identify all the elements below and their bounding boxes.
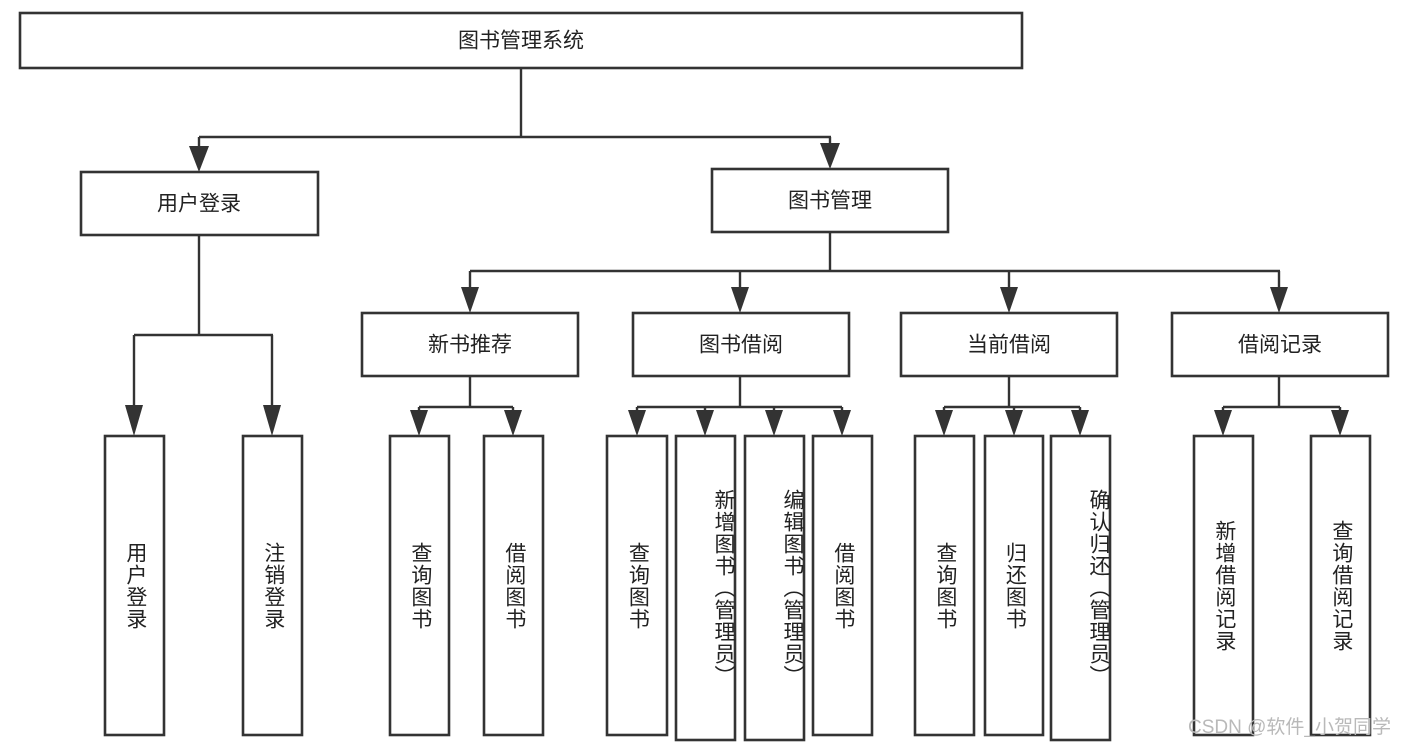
node-new-book-recommend-box[interactable] (360, 311, 580, 378)
arrow-root-to-book (820, 143, 840, 169)
connector-group-root (189, 68, 840, 172)
connector-group-book-manage (461, 232, 1288, 313)
node-root[interactable]: 图书管理系统 (18, 11, 1024, 70)
node-book-borrow-label: 图书借阅 (699, 334, 783, 357)
connector-group-recommend (410, 376, 522, 436)
arrow-recommend-leaf-1 (410, 410, 428, 436)
node-book-borrow-box[interactable] (631, 311, 851, 378)
node-leaf-borrow-query-box[interactable] (605, 434, 669, 737)
node-leaf-logout-box[interactable] (241, 434, 304, 737)
node-leaf-current-confirm-box[interactable] (1049, 434, 1112, 742)
node-leaf-record-add-box[interactable] (1192, 434, 1255, 737)
node-root-box[interactable] (18, 11, 1024, 70)
node-leaf-current-query-box[interactable] (913, 434, 976, 737)
node-current-borrow-label: 当前借阅 (967, 334, 1051, 357)
arrow-recommend-leaf-2 (504, 410, 522, 436)
connector-group-current (935, 376, 1089, 436)
node-book-manage[interactable]: 图书管理 (710, 167, 950, 234)
node-leaf-recommend-borrow-box[interactable] (482, 434, 545, 737)
node-borrow-record-label: 借阅记录 (1238, 334, 1322, 357)
arrow-book-to-borrow (731, 287, 749, 313)
node-leaf-borrow-lend-box[interactable] (811, 434, 874, 737)
node-borrow-record[interactable]: 借阅记录 (1170, 311, 1390, 378)
node-user-login-label: 用户登录 (157, 193, 241, 216)
node-new-book-recommend[interactable]: 新书推荐 (360, 311, 580, 378)
arrow-user-leaf-1 (125, 405, 143, 436)
arrow-borrow-leaf-1 (628, 410, 646, 436)
node-current-borrow[interactable]: 当前借阅 (899, 311, 1119, 378)
watermark-text: CSDN @软件_小贺同学 (1188, 717, 1391, 738)
arrow-borrow-leaf-4 (833, 410, 851, 436)
node-root-label: 图书管理系统 (458, 30, 584, 53)
arrow-book-to-recommend (461, 287, 479, 313)
connector-group-record (1214, 376, 1349, 436)
node-borrow-record-box[interactable] (1170, 311, 1390, 378)
arrow-borrow-leaf-3 (765, 410, 783, 436)
arrow-current-leaf-1 (935, 410, 953, 436)
connector-group-user-login (125, 235, 281, 436)
node-leaf-recommend-query-box[interactable] (388, 434, 451, 737)
node-leaf-record-query-box[interactable] (1309, 434, 1372, 737)
node-book-manage-label: 图书管理 (788, 190, 872, 213)
connector-group-borrow (628, 376, 851, 436)
node-current-borrow-box[interactable] (899, 311, 1119, 378)
node-new-book-recommend-label: 新书推荐 (428, 334, 512, 357)
arrow-borrow-leaf-2 (696, 410, 714, 436)
arrow-current-leaf-2 (1005, 410, 1023, 436)
node-user-login[interactable]: 用户登录 (79, 170, 320, 237)
node-leaf-borrow-add-box[interactable] (674, 434, 737, 742)
arrow-root-to-user (189, 146, 209, 172)
arrow-record-leaf-2 (1331, 410, 1349, 436)
arrow-book-to-current (1000, 287, 1018, 313)
arrow-user-leaf-2 (263, 405, 281, 436)
node-leaf-current-return-box[interactable] (983, 434, 1045, 737)
node-book-manage-box[interactable] (710, 167, 950, 234)
node-book-borrow[interactable]: 图书借阅 (631, 311, 851, 378)
node-leaf-borrow-edit-box[interactable] (743, 434, 806, 742)
node-user-login-box[interactable] (79, 170, 320, 237)
arrow-book-to-record (1270, 287, 1288, 313)
arrow-record-leaf-1 (1214, 410, 1232, 436)
arrow-current-leaf-3 (1071, 410, 1089, 436)
node-leaf-user-login-box[interactable] (103, 434, 166, 737)
